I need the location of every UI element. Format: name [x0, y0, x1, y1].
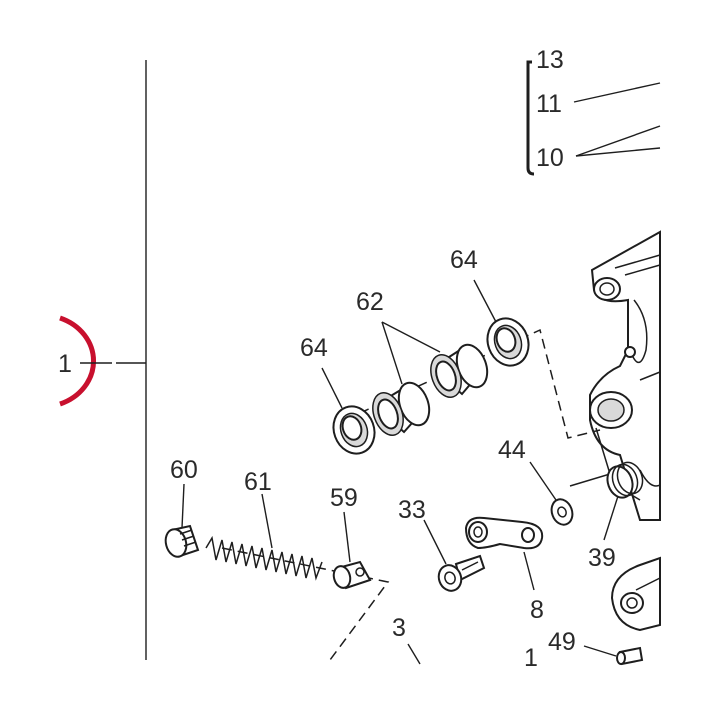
label-64-right: 64	[450, 246, 478, 274]
leader-62b	[381, 321, 441, 353]
label-10: 10	[536, 144, 564, 172]
label-11: 11	[536, 90, 562, 118]
leader-44	[529, 461, 557, 501]
label-39: 39	[588, 544, 616, 572]
label-49: 49	[548, 628, 576, 656]
label-3: 3	[392, 614, 406, 642]
leader-59	[343, 511, 351, 563]
plug-60	[164, 524, 200, 558]
axis-line-lower	[221, 547, 390, 661]
label-1: 1	[58, 350, 72, 378]
label-8: 8	[530, 596, 544, 624]
label-partial-bottom: 1	[524, 644, 538, 672]
label-13-partial: 13	[536, 46, 564, 74]
label-33: 33	[398, 496, 426, 524]
label-62: 62	[356, 288, 384, 316]
coil-spring-61	[205, 535, 323, 581]
lever-arm-8	[464, 516, 544, 550]
leader-11	[573, 82, 661, 103]
housing-body	[589, 230, 661, 521]
bearing-62-right	[430, 343, 489, 398]
leader-39	[603, 495, 619, 541]
axis-line-upper	[344, 328, 601, 439]
leader-33	[423, 519, 447, 565]
pin-49	[616, 646, 644, 666]
label-44: 44	[498, 436, 526, 464]
washer-64-right	[486, 317, 530, 367]
leader-60	[181, 483, 185, 529]
bearing-62-left	[372, 381, 431, 436]
leader-10b	[575, 147, 661, 157]
leader-8	[523, 551, 535, 591]
washer-64-left	[332, 405, 376, 455]
washer-44	[550, 498, 574, 526]
red-reference-arc	[59, 315, 96, 407]
screw-33	[437, 554, 486, 592]
leader-3	[407, 643, 421, 665]
lower-casting	[610, 556, 661, 632]
label-60: 60	[170, 456, 198, 484]
label-61: 61	[244, 468, 272, 496]
leader-49	[583, 645, 617, 657]
group-bracket	[526, 60, 535, 176]
leader-64-right	[473, 279, 497, 323]
pin-59	[332, 560, 372, 590]
torsion-spring-39	[569, 427, 644, 501]
leader-61	[261, 493, 273, 549]
leader-62a	[381, 321, 403, 385]
label-59: 59	[330, 484, 358, 512]
label-64-left: 64	[300, 334, 328, 362]
leader-10a	[575, 125, 661, 157]
leader-64-left	[321, 367, 343, 409]
